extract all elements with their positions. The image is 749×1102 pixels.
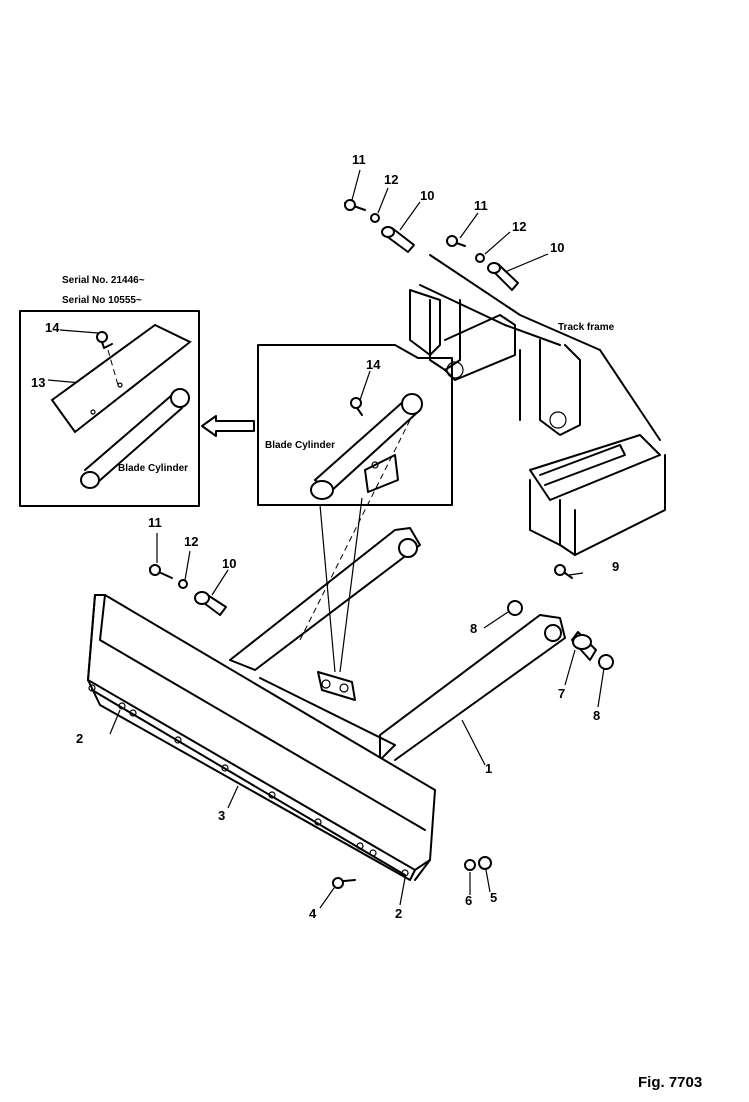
callout-12c: 12	[184, 534, 198, 549]
inset-left: Serial No. 21446~ Serial No 10555~ Blade…	[19, 275, 200, 507]
hardware-parts	[149, 199, 614, 889]
callout-10b: 10	[550, 240, 564, 255]
callout-10c: 10	[222, 556, 236, 571]
inset-arrow	[201, 415, 255, 437]
callout-11c: 11	[148, 515, 162, 530]
callout-11b: 11	[474, 198, 488, 213]
inset-left-component-label: Blade Cylinder	[118, 463, 188, 474]
leader-lines	[47, 169, 605, 909]
figure-label: Fig. 7703	[638, 1074, 702, 1091]
serial-number-1: Serial No. 21446~	[62, 275, 145, 286]
dozer-blade	[86, 594, 437, 881]
callout-7: 7	[558, 686, 565, 701]
callout-10a: 10	[420, 188, 434, 203]
callout-14b: 14	[366, 357, 381, 372]
callout-13: 13	[31, 375, 45, 390]
callout-12a: 12	[384, 172, 398, 187]
callout-3: 3	[218, 808, 225, 823]
callout-4: 4	[309, 906, 317, 921]
track-frame-label: Track frame	[558, 322, 615, 333]
callout-2b: 2	[395, 906, 402, 921]
inset-center: Blade Cylinder	[257, 344, 453, 506]
callout-8b: 8	[593, 708, 600, 723]
track-frame	[409, 254, 666, 556]
callouts: 11 12 10 11 12 10 11 12 10 9 8 7 8 1 2 3…	[31, 152, 619, 921]
callout-14a: 14	[45, 320, 60, 335]
callout-6: 6	[465, 893, 472, 908]
serial-number-2: Serial No 10555~	[62, 295, 142, 306]
inset-center-component-label: Blade Cylinder	[265, 440, 335, 451]
callout-2a: 2	[76, 731, 83, 746]
callout-12b: 12	[512, 219, 526, 234]
callout-11a: 11	[352, 152, 366, 167]
callout-8a: 8	[470, 621, 477, 636]
callout-9: 9	[612, 559, 619, 574]
callout-1: 1	[485, 761, 492, 776]
callout-5: 5	[490, 890, 497, 905]
